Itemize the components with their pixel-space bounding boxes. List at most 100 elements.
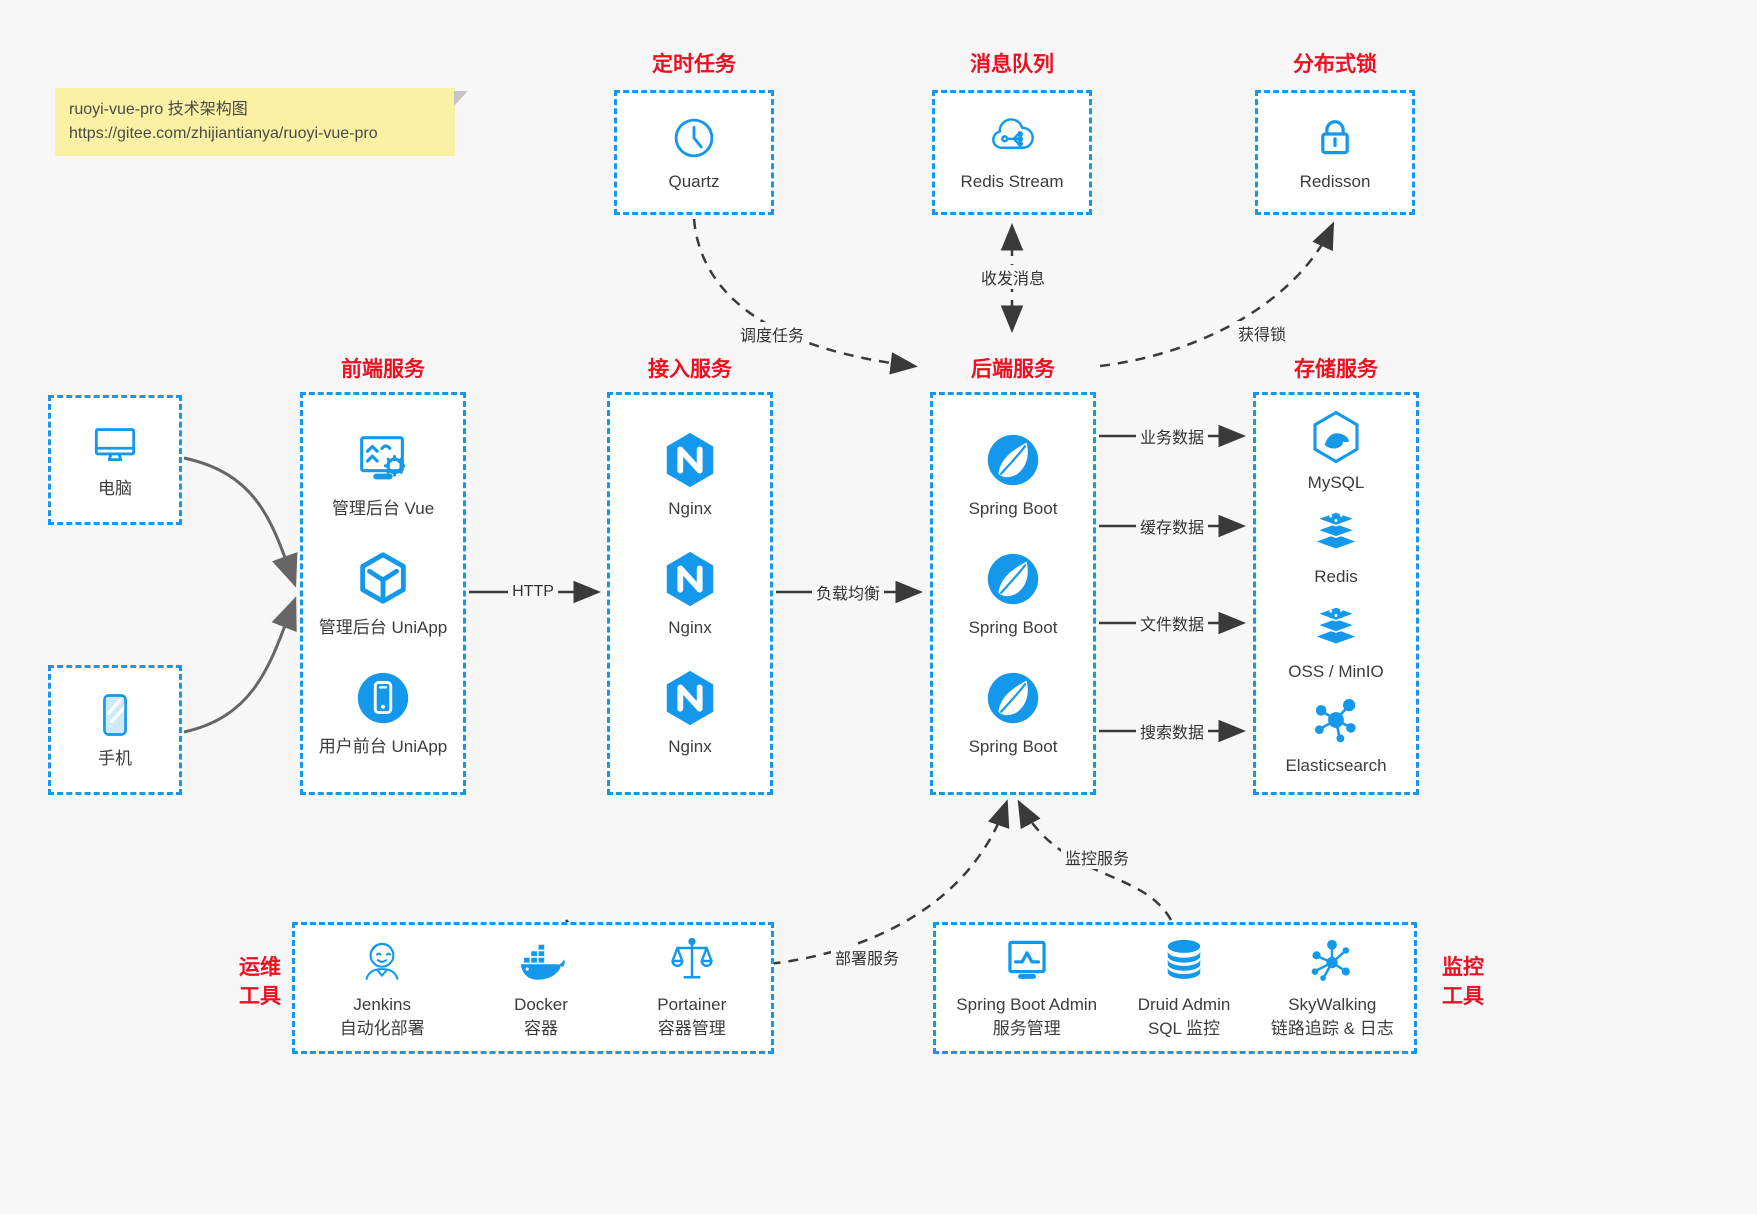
item-label: 管理后台 Vue [331, 498, 435, 518]
item-label: OSS / MinIO [1288, 661, 1384, 681]
redis-stack-icon [1314, 511, 1358, 549]
item-label: Redis [1314, 567, 1358, 587]
title-backend: 后端服务 [971, 358, 1055, 381]
item-subtitle: 自动化部署 [339, 1019, 425, 1038]
item-label: MySQL [1307, 473, 1365, 493]
elasticsearch-icon [1314, 698, 1356, 743]
box-distributed-lock: Redisson [1255, 90, 1415, 215]
item-label: Spring Boot [968, 736, 1058, 756]
item-label: Redis Stream [960, 171, 1064, 191]
item-label: Spring Boot [968, 498, 1058, 518]
arrow-label-cache-data: 缓存数据 [1135, 514, 1209, 538]
item-subtitle: SQL 监控 [1147, 1019, 1221, 1038]
item-label: Nginx [668, 498, 712, 518]
item-label: Quartz [668, 171, 720, 191]
title-distributed-lock: 分布式锁 [1293, 53, 1377, 76]
title-ops-tools: 运维 工具 [239, 956, 281, 1008]
arrow-label-deploy: 部署服务 [830, 945, 904, 969]
item-nginx-3: Nginx [659, 667, 721, 759]
item-label: Spring Boot Admin 服务管理 [956, 993, 1097, 1041]
desktop-icon [94, 428, 136, 462]
item-portainer: Portainer 容器管理 [657, 935, 726, 1041]
druid-database-icon [1167, 939, 1201, 979]
item-quartz: Quartz [668, 112, 720, 194]
item-name: Druid Admin [1137, 995, 1231, 1014]
item-label: 用户前台 UniApp [318, 736, 448, 756]
spring-boot-icon [987, 434, 1039, 485]
box-scheduled-task: Quartz [614, 90, 774, 215]
item-pc: 电脑 [89, 419, 141, 501]
note-title: ruoyi-vue-pro 技术架构图 [69, 101, 248, 118]
item-mysql: MySQL [1307, 409, 1365, 495]
title-gateway: 接入服务 [648, 358, 732, 381]
item-springboot-1: Spring Boot [968, 429, 1058, 521]
box-frontend: 管理后台 Vue 管理后台 UniApp 用户前台 UniApp [300, 392, 466, 795]
box-gateway: Nginx Nginx Nginx [607, 392, 773, 795]
arrow-label-monitor: 监控服务 [1060, 845, 1134, 869]
admin-vue-icon [360, 435, 406, 479]
item-nginx-1: Nginx [659, 429, 721, 521]
item-label: Portainer 容器管理 [657, 993, 726, 1041]
spring-boot-icon [987, 672, 1039, 723]
arrow-label-schedule: 调度任务 [735, 322, 809, 346]
clock-icon [674, 118, 714, 157]
item-label: Redisson [1299, 171, 1371, 191]
uniapp-cube-icon [360, 551, 406, 604]
arrow-label-lock: 获得锁 [1233, 321, 1291, 345]
item-nginx-2: Nginx [659, 548, 721, 640]
box-client-pc: 电脑 [48, 395, 182, 525]
nginx-icon [666, 432, 714, 487]
item-elasticsearch: Elasticsearch [1285, 692, 1387, 778]
title-frontend: 前端服务 [341, 358, 425, 381]
item-oss-minio: OSS / MinIO [1288, 598, 1384, 684]
item-label: Elasticsearch [1285, 755, 1387, 775]
arrow-label-search-data: 搜索数据 [1135, 719, 1209, 743]
portainer-scales-icon [671, 937, 713, 979]
arrow-label-biz-data: 业务数据 [1135, 424, 1209, 448]
item-subtitle: 服务管理 [992, 1019, 1061, 1038]
item-redis: Redis [1308, 503, 1364, 589]
item-subtitle: 容器管理 [657, 1019, 726, 1038]
item-name: Spring Boot Admin [956, 995, 1098, 1014]
item-admin-vue: 管理后台 Vue [332, 429, 434, 521]
mysql-icon [1313, 410, 1359, 464]
box-backend: Spring Boot Spring Boot Spring Boot [930, 392, 1096, 795]
item-phone: 手机 [89, 689, 141, 771]
item-label: 手机 [98, 749, 132, 768]
note-url: https://gitee.com/zhijiantianya/ruoyi-vu… [69, 125, 378, 142]
title-monitor-tools: 监控 工具 [1442, 956, 1484, 1008]
user-app-icon [357, 672, 409, 723]
nginx-icon [666, 551, 714, 606]
item-springboot-3: Spring Boot [968, 667, 1058, 759]
jenkins-icon [365, 942, 399, 980]
skywalking-icon [1311, 939, 1351, 981]
title-scheduled-task: 定时任务 [652, 53, 736, 76]
item-name: Portainer [657, 995, 727, 1014]
title-storage: 存储服务 [1294, 358, 1378, 381]
arrow-label-file-data: 文件数据 [1135, 611, 1209, 635]
item-subtitle: 链路追踪 & 日志 [1270, 1019, 1394, 1038]
item-user-uniapp: 用户前台 UniApp [319, 667, 447, 759]
arrow-label-message: 收发消息 [976, 265, 1050, 289]
item-label: Nginx [668, 736, 712, 756]
box-storage: MySQL Redis OSS / MinIO [1253, 392, 1419, 795]
title-message-queue: 消息队列 [970, 53, 1054, 76]
lock-icon [1321, 119, 1349, 154]
spring-boot-icon [987, 553, 1039, 604]
oss-stack-icon [1314, 605, 1358, 644]
item-redis-stream: Redis Stream [960, 112, 1064, 194]
item-label: 电脑 [98, 479, 132, 498]
spring-boot-admin-icon [1008, 940, 1046, 979]
arrow-label-load-balance: 负载均衡 [811, 580, 885, 604]
